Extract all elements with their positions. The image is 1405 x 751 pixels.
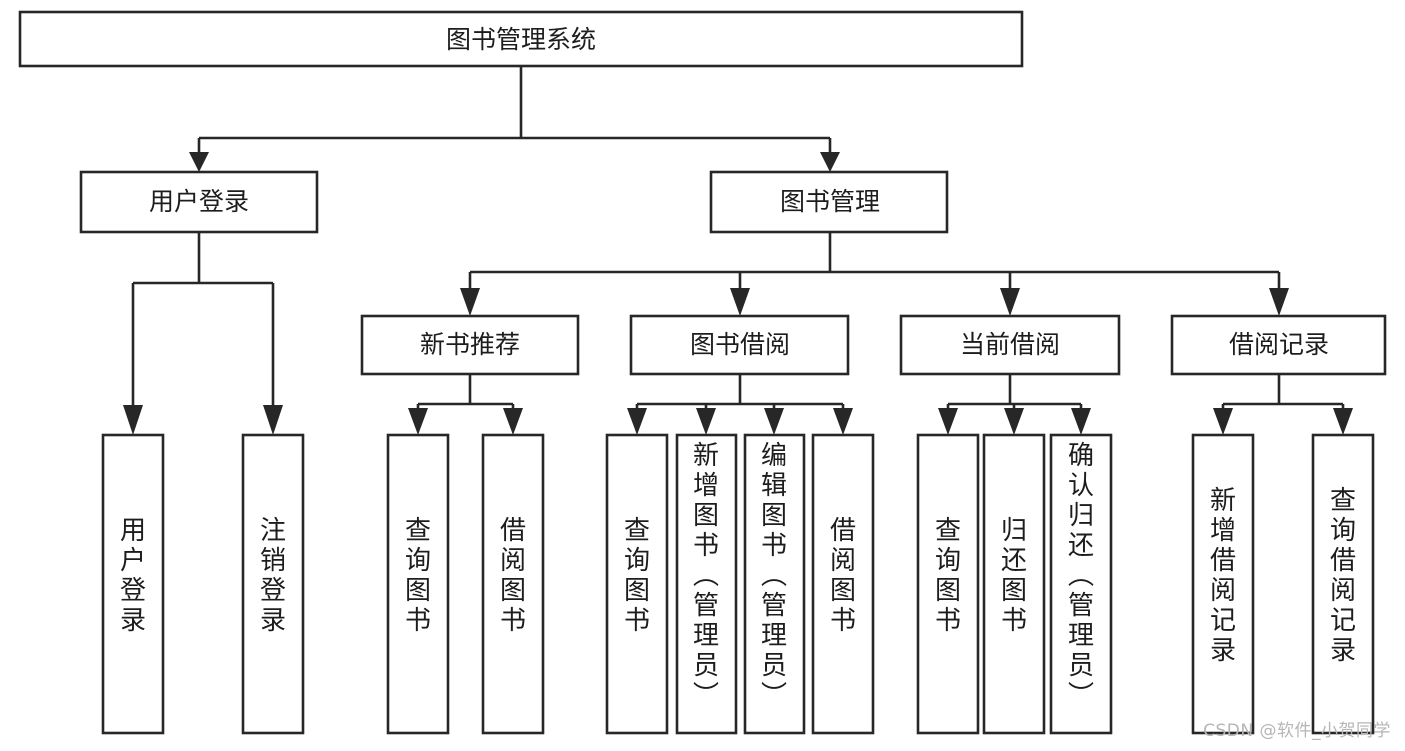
- node-leaf-borrow-book-2-label: 借阅图书: [830, 516, 856, 636]
- arrowhead-user-login: [189, 152, 209, 172]
- node-leaf-query-book-3-box[interactable]: [916, 433, 980, 735]
- node-leaf-query-record[interactable]: 查询借阅记录: [1311, 433, 1375, 735]
- node-book-borrow[interactable]: 图书借阅: [629, 314, 850, 376]
- node-leaf-query-book-2[interactable]: 查询图书: [605, 433, 669, 735]
- node-new-book-recommend-label: 新书推荐: [420, 330, 520, 359]
- node-leaf-add-book-label: 新增图书︵管理员︶: [693, 441, 719, 711]
- node-leaf-confirm-return-label: 确认归还︵管理员︶: [1068, 441, 1094, 711]
- node-current-borrow-box[interactable]: [899, 314, 1121, 376]
- arrowhead-leaf-edit-book: [764, 408, 784, 435]
- node-book-management-box[interactable]: [709, 170, 949, 234]
- arrowhead-leaf-add-book: [696, 408, 716, 435]
- node-leaf-borrow-book-2[interactable]: 借阅图书: [811, 433, 875, 735]
- node-leaf-add-record[interactable]: 新增借阅记录: [1191, 433, 1255, 735]
- arrowhead-leaf-query-book-1: [408, 408, 428, 435]
- arrowhead-leaf-logout: [263, 405, 283, 435]
- node-leaf-borrow-book-1[interactable]: 借阅图书: [481, 433, 545, 735]
- node-root-label: 图书管理系统: [446, 25, 596, 54]
- node-leaf-edit-book[interactable]: 编辑图书︵管理员︶: [743, 433, 806, 735]
- edges-group: [123, 66, 1353, 435]
- node-leaf-logout[interactable]: 注销登录: [241, 433, 305, 735]
- node-new-book-recommend-box[interactable]: [360, 314, 580, 376]
- node-new-book-recommend[interactable]: 新书推荐: [360, 314, 580, 376]
- arrowhead-leaf-query-book-2: [627, 408, 647, 435]
- node-root-box[interactable]: [18, 10, 1024, 68]
- watermark: CSDN @软件_小贺同学: [1203, 721, 1391, 741]
- node-leaf-logout-label: 注销登录: [260, 516, 286, 636]
- node-leaf-query-book-1[interactable]: 查询图书: [386, 433, 450, 735]
- node-leaf-return-book[interactable]: 归还图书: [982, 433, 1046, 735]
- node-book-management[interactable]: 图书管理: [709, 170, 949, 234]
- node-leaf-add-record-label: 新增借阅记录: [1210, 486, 1236, 666]
- node-leaf-edit-book-label: 编辑图书︵管理员︶: [761, 441, 787, 711]
- node-current-borrow[interactable]: 当前借阅: [899, 314, 1121, 376]
- node-leaf-query-book-2-label: 查询图书: [624, 516, 650, 636]
- node-current-borrow-label: 当前借阅: [960, 330, 1060, 359]
- node-user-login-label: 用户登录: [149, 187, 249, 216]
- node-leaf-logout-box[interactable]: [241, 433, 305, 735]
- node-leaf-confirm-return-box[interactable]: [1049, 433, 1113, 735]
- arrowhead-leaf-add-record: [1213, 408, 1233, 435]
- node-user-login[interactable]: 用户登录: [79, 170, 319, 234]
- arrowhead-leaf-query-record: [1333, 408, 1353, 435]
- node-user-login-box[interactable]: [79, 170, 319, 234]
- node-leaf-add-book-box[interactable]: [675, 433, 738, 735]
- node-leaf-add-record-box[interactable]: [1191, 433, 1255, 735]
- node-leaf-user-login-label: 用户登录: [120, 516, 146, 636]
- node-leaf-return-book-label: 归还图书: [1001, 516, 1027, 636]
- arrowhead-book-management: [820, 152, 840, 172]
- arrowhead-leaf-return-book: [1004, 408, 1024, 435]
- node-leaf-user-login[interactable]: 用户登录: [101, 433, 165, 735]
- node-leaf-confirm-return[interactable]: 确认归还︵管理员︶: [1049, 433, 1113, 735]
- arrowhead-leaf-borrow-book-2: [833, 408, 853, 435]
- node-root[interactable]: 图书管理系统: [18, 10, 1024, 68]
- node-borrow-record[interactable]: 借阅记录: [1170, 314, 1387, 376]
- arrowhead-new-book-recommend: [460, 288, 480, 316]
- node-leaf-query-record-box[interactable]: [1311, 433, 1375, 735]
- node-book-management-label: 图书管理: [780, 187, 880, 216]
- node-leaf-query-record-label: 查询借阅记录: [1330, 486, 1356, 666]
- node-leaf-query-book-2-box[interactable]: [605, 433, 669, 735]
- node-leaf-query-book-1-box[interactable]: [386, 433, 450, 735]
- node-leaf-query-book-3-label: 查询图书: [935, 516, 961, 636]
- node-leaf-borrow-book-2-box[interactable]: [811, 433, 875, 735]
- node-book-borrow-box[interactable]: [629, 314, 850, 376]
- node-leaf-return-book-box[interactable]: [982, 433, 1046, 735]
- node-leaf-add-book[interactable]: 新增图书︵管理员︶: [675, 433, 738, 735]
- node-leaf-query-book-1-label: 查询图书: [405, 516, 431, 636]
- node-leaf-query-book-3[interactable]: 查询图书: [916, 433, 980, 735]
- arrowhead-borrow-record: [1269, 288, 1289, 316]
- arrowhead-leaf-confirm-return: [1071, 408, 1091, 435]
- arrowhead-current-borrow: [1000, 288, 1020, 316]
- arrowhead-leaf-user-login: [123, 405, 143, 435]
- node-book-borrow-label: 图书借阅: [690, 330, 790, 359]
- node-leaf-edit-book-box[interactable]: [743, 433, 806, 735]
- arrowhead-book-borrow: [730, 288, 750, 316]
- arrowhead-leaf-query-book-3: [938, 408, 958, 435]
- node-leaf-borrow-book-1-label: 借阅图书: [500, 516, 526, 636]
- arrowhead-leaf-borrow-book-1: [503, 408, 523, 435]
- node-leaf-borrow-book-1-box[interactable]: [481, 433, 545, 735]
- node-borrow-record-label: 借阅记录: [1229, 330, 1329, 359]
- node-leaf-user-login-box[interactable]: [101, 433, 165, 735]
- node-borrow-record-box[interactable]: [1170, 314, 1387, 376]
